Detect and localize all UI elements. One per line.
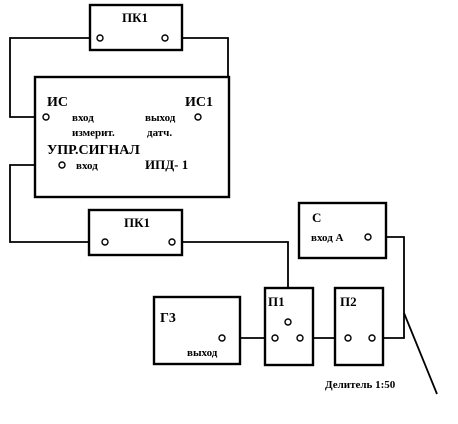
g3-label: Г3 xyxy=(160,311,176,326)
pk1-top-label: ПК1 xyxy=(122,10,148,25)
pk1-bottom-label: ПК1 xyxy=(124,215,150,230)
pk1-top-box xyxy=(88,3,184,52)
pk1-top-terminal-left xyxy=(96,34,104,42)
ipd-label-izmerit: измерит. xyxy=(72,127,115,139)
pk1-bottom-block: ПК1 xyxy=(87,208,184,257)
ipd-label-name: ИПД- 1 xyxy=(145,157,188,172)
ipd-label-vkhod: вход xyxy=(72,112,94,124)
p2-box xyxy=(333,286,385,367)
c-terminal-input-a xyxy=(364,233,372,241)
g3-box xyxy=(152,295,242,366)
p2-terminal-right xyxy=(368,334,376,342)
c-block: С вход А xyxy=(297,201,388,260)
p2-label: П2 xyxy=(340,294,357,309)
ipd-label-is1: ИС1 xyxy=(185,95,213,110)
c-label-input-a: вход А xyxy=(311,232,344,244)
p1-terminal-top xyxy=(284,318,292,326)
g3-block: Г3 выход xyxy=(152,295,242,366)
divider-leader-line xyxy=(403,312,438,395)
ipd-label-vkhod2: вход xyxy=(76,160,98,172)
wire-is-to-pk1-top xyxy=(9,37,100,118)
ipd-label-vykhod: выход xyxy=(145,112,176,124)
ipd-box xyxy=(33,75,231,199)
c-box xyxy=(297,201,388,260)
g3-terminal-output xyxy=(218,334,226,342)
pk1-bottom-box xyxy=(87,208,184,257)
p2-terminal-left xyxy=(344,334,352,342)
ipd-label-is: ИС xyxy=(47,95,68,110)
ipd-terminal-is-input xyxy=(42,113,50,121)
pk1-top-terminal-right xyxy=(161,34,169,42)
pk1-top-block: ПК1 xyxy=(88,3,184,52)
pk1-bottom-terminal-right xyxy=(168,238,176,246)
p2-block: П2 xyxy=(333,286,385,367)
p1-block: П1 xyxy=(263,286,315,367)
pk1-bottom-terminal-left xyxy=(101,238,109,246)
divider-annotation: Делитель 1:50 xyxy=(325,379,396,391)
ipd-terminal-is1-output xyxy=(194,113,202,121)
g3-label-output: выход xyxy=(187,347,218,359)
ipd-label-upr-signal: УПР.СИГНАЛ xyxy=(47,143,140,158)
c-label: С xyxy=(312,210,321,225)
ipd-terminal-ctrl-input xyxy=(58,161,66,169)
p1-terminal-left xyxy=(271,334,279,342)
p1-label: П1 xyxy=(268,294,285,309)
ipd-label-datch: датч. xyxy=(147,127,172,139)
p1-terminal-right xyxy=(296,334,304,342)
ipd-block: ИС ИС1 вход выход измерит. датч. УПР.СИГ… xyxy=(33,75,231,199)
p1-box xyxy=(263,286,315,367)
